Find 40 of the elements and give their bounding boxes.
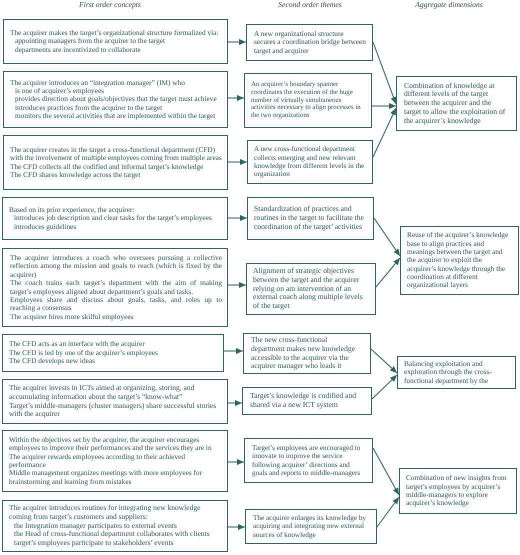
theme-box (245, 509, 377, 544)
theme-box (246, 263, 376, 315)
arrow (372, 108, 396, 158)
dimension-box (397, 356, 516, 389)
arrow (370, 348, 398, 374)
arrow (376, 258, 400, 288)
concept-box (3, 71, 228, 128)
theme-box (243, 333, 371, 374)
arrow (376, 496, 400, 528)
dimension-box (400, 226, 519, 295)
arrow (228, 95, 244, 101)
concept-box (2, 248, 228, 327)
concept-box (2, 334, 224, 372)
arrow (228, 459, 244, 465)
concept-box (2, 379, 228, 424)
concept-box (2, 500, 228, 552)
arrow (228, 159, 248, 165)
arrow (228, 282, 246, 288)
arrow (228, 524, 246, 530)
concept-box (2, 197, 228, 240)
theme-box (244, 73, 372, 128)
arrow (372, 374, 398, 400)
concept-box (3, 135, 228, 190)
concept-box (2, 430, 228, 492)
theme-box (247, 197, 374, 240)
arrow (374, 218, 400, 256)
arrow (372, 448, 400, 496)
theme-box (247, 140, 373, 184)
theme-box (242, 387, 372, 415)
dimension-box (396, 76, 517, 131)
arrow (228, 39, 246, 45)
theme-box (246, 24, 373, 61)
arrow (224, 348, 244, 354)
arrow (372, 103, 396, 109)
arrow (228, 215, 248, 221)
arrow (372, 42, 396, 104)
dimension-box (399, 468, 517, 514)
arrow (228, 400, 242, 406)
theme-box (244, 438, 373, 483)
concept-box (3, 19, 228, 64)
